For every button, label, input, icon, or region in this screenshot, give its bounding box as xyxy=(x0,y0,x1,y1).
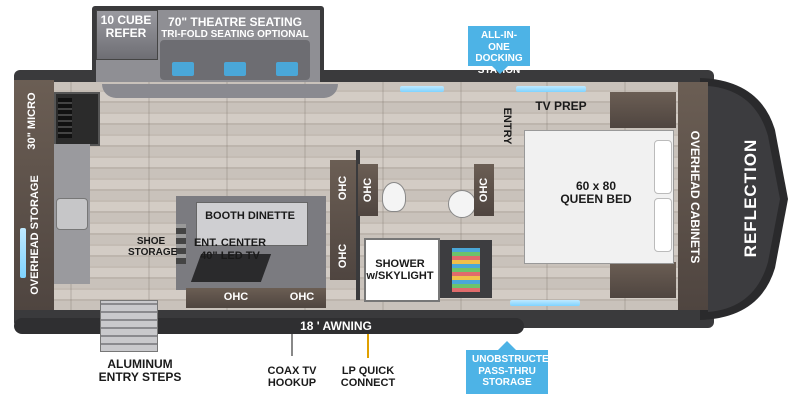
ohc-label: OHC xyxy=(337,243,349,269)
callout-pointer-icon xyxy=(497,341,517,351)
entry-steps xyxy=(100,300,158,352)
ohc-label: OHC xyxy=(223,291,249,303)
pillow-icon xyxy=(654,140,672,194)
shower-label: SHOWER w/SKYLIGHT xyxy=(366,258,434,283)
coax-line xyxy=(291,334,293,356)
bedroom-nightstand-bottom xyxy=(610,262,676,298)
window xyxy=(400,86,444,92)
pass-thru-callout: UNOBSTRUCTED PASS-THRU STORAGE xyxy=(466,350,556,394)
refrigerator xyxy=(96,10,158,60)
ohc-cabinet-bottom-left xyxy=(186,288,326,308)
sink-icon xyxy=(448,190,476,218)
bed-label: 60 x 80 QUEEN BED xyxy=(560,179,632,207)
ohc-label: OHC xyxy=(478,177,490,203)
pillow-icon xyxy=(654,198,672,252)
callout-pointer-icon xyxy=(490,64,510,74)
bath-ohc-left xyxy=(358,164,378,216)
overhead-cabinets-label: OVERHEAD CABINETS xyxy=(688,130,702,264)
front-cap xyxy=(700,78,788,320)
overhead-storage-label: OVERHEAD STORAGE xyxy=(29,175,41,295)
clothes-icon xyxy=(452,248,480,292)
entry-steps-label: ALUMINUM ENTRY STEPS xyxy=(98,357,182,385)
theatre-seating-label: 70" THEATRE SEATING xyxy=(168,15,302,29)
seat-cupholder-icon xyxy=(224,62,246,76)
tv-prep-label: TV PREP xyxy=(535,99,587,113)
refer-label: 10 CUBE REFER xyxy=(100,13,152,40)
booth-dinette-table xyxy=(196,202,308,246)
awning-bar xyxy=(14,318,524,334)
toilet-icon xyxy=(382,182,406,212)
range-burner-icon xyxy=(58,98,72,138)
micro-label: 30" MICRO xyxy=(26,92,38,150)
ohc-label: OHC xyxy=(337,175,349,201)
lp-line xyxy=(367,334,369,358)
awning-label: 18 ' AWNING xyxy=(300,319,372,333)
entry-label: ENTRY xyxy=(501,107,513,145)
window xyxy=(516,86,586,92)
pass-thru-label: UNOBSTRUCTED PASS-THRU STORAGE xyxy=(472,354,556,388)
window xyxy=(20,228,26,278)
shoe-rack-icon xyxy=(176,224,186,264)
bedroom-nightstand-top xyxy=(610,92,676,128)
shoe-storage-label: SHOE STORAGE xyxy=(128,236,178,258)
led-tv-label: 40" LED TV xyxy=(200,250,260,262)
slide-floor-edge xyxy=(102,84,338,98)
seat-cupholder-icon xyxy=(276,62,298,76)
lp-label: LP QUICK CONNECT xyxy=(340,365,396,390)
docking-station-callout: ALL-IN-ONE DOCKING STATION xyxy=(468,26,530,76)
bath-ohc-right xyxy=(474,164,494,216)
tri-fold-label: TRI-FOLD SEATING OPTIONAL xyxy=(161,29,309,40)
ohc-label: OHC xyxy=(362,177,374,203)
brand-label: REFLECTION xyxy=(741,138,760,258)
shower xyxy=(364,238,440,302)
window xyxy=(510,300,580,306)
bathroom-wall xyxy=(356,150,360,300)
queen-bed xyxy=(524,130,674,264)
overhead-cabinets xyxy=(678,82,708,310)
booth-dinette-label: BOOTH DINETTE xyxy=(205,210,295,222)
seat-cupholder-icon xyxy=(172,62,194,76)
ent-center-label: ENT. CENTER xyxy=(193,237,267,249)
center-ohc-column xyxy=(330,160,356,280)
sink-icon xyxy=(56,198,88,230)
ohc-label: OHC xyxy=(289,291,315,303)
coax-label: COAX TV HOOKUP xyxy=(267,365,317,390)
